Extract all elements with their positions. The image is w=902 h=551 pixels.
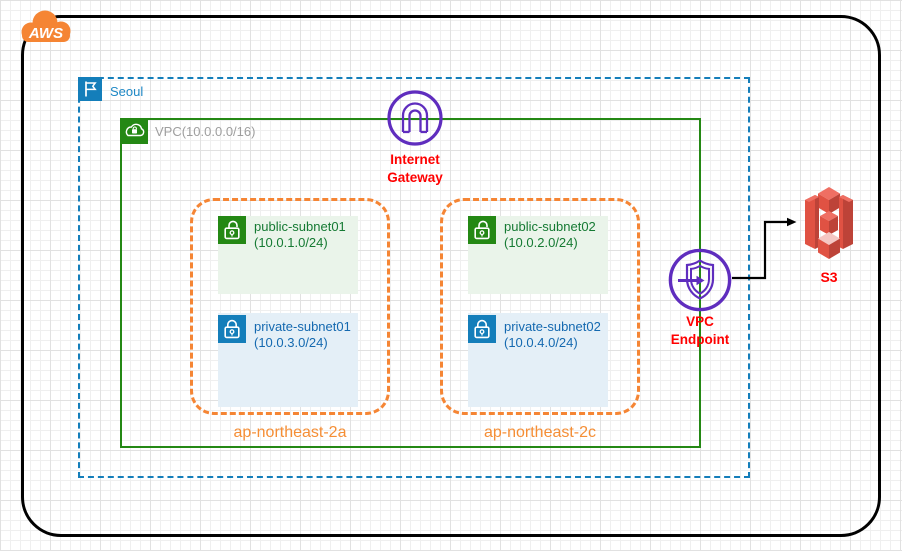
internet-gateway-label: Internet Gateway [355, 151, 475, 187]
region-flag-icon [78, 77, 102, 101]
s3-label: S3 [820, 269, 838, 285]
s3-bucket-icon [805, 187, 853, 259]
private-subnet02-cidr: (10.0.4.0/24) [504, 335, 578, 350]
private-subnet01-label: private-subnet01 (10.0.3.0/24) [254, 319, 358, 351]
az-label-ap-northeast-2a: ap-northeast-2a [233, 424, 347, 441]
private-subnet-lock-icon [468, 315, 496, 343]
public-subnet02-name: public-subnet02 [504, 219, 596, 234]
public-subnet02-label: public-subnet02 (10.0.2.0/24) [504, 219, 608, 251]
public-subnet-lock-icon [468, 216, 496, 244]
vpc-endpoint-label-line1: VPC [686, 314, 714, 329]
public-subnet-lock-icon [218, 216, 246, 244]
aws-cloud-boundary [21, 15, 881, 537]
endpoint-to-s3-connector-arrow [732, 217, 797, 280]
private-subnet01-name: private-subnet01 [254, 319, 351, 334]
vpc-endpoint-label-line2: Endpoint [670, 332, 730, 347]
az-box-ap-northeast-2c [440, 198, 640, 415]
private-subnet02-label: private-subnet02 (10.0.4.0/24) [504, 319, 608, 351]
private-subnet-lock-icon [218, 315, 246, 343]
public-subnet01-name: public-subnet01 [254, 219, 346, 234]
aws-logo-label: AWS [28, 25, 63, 42]
private-subnet02-name: private-subnet02 [504, 319, 601, 334]
vpc-endpoint-icon [668, 248, 732, 312]
internet-gateway-icon [387, 90, 443, 146]
vpc-cloud-icon [120, 118, 148, 144]
vpc-endpoint-label: VPC Endpoint [645, 313, 755, 349]
az-label-ap-northeast-2c: ap-northeast-2c [483, 424, 597, 441]
region-label: Seoul [110, 84, 144, 99]
internet-gateway-label-line2: Gateway [387, 170, 443, 185]
az-box-ap-northeast-2a [190, 198, 390, 415]
public-subnet01-label: public-subnet01 (10.0.1.0/24) [254, 219, 358, 251]
aws-cloud-logo-icon: AWS [21, 10, 71, 42]
vpc-label: VPC(10.0.0.0/16) [155, 124, 256, 139]
public-subnet01-cidr: (10.0.1.0/24) [254, 235, 328, 250]
public-subnet02-cidr: (10.0.2.0/24) [504, 235, 578, 250]
internet-gateway-label-line1: Internet [390, 152, 440, 167]
private-subnet01-cidr: (10.0.3.0/24) [254, 335, 328, 350]
